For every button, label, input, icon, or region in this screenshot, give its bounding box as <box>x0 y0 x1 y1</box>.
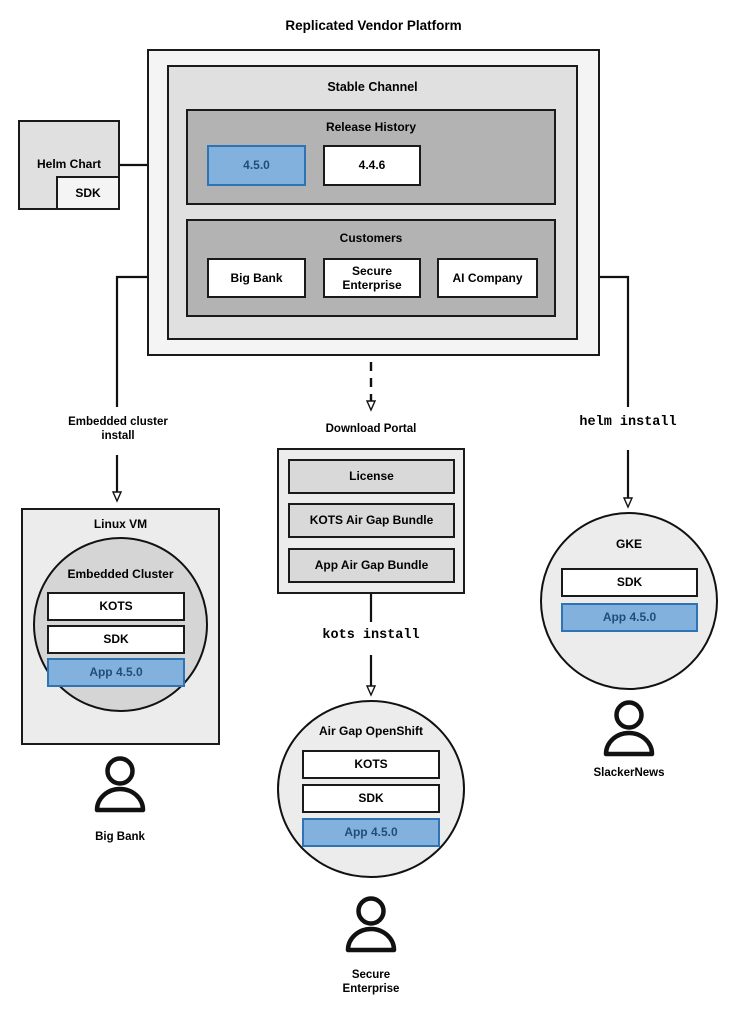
actor-label-slackernews: SlackerNews <box>593 767 665 779</box>
flow-label-embedded-cluster-install: Embedded cluster install <box>68 416 168 443</box>
linux-vm-component-sdk: SDK <box>47 625 185 654</box>
customer-secure-enterprise[interactable]: Secure Enterprise <box>323 258 421 298</box>
actor-icon-secure-enterprise <box>340 896 402 958</box>
diagram-title: Replicated Vendor Platform <box>285 18 462 34</box>
actor-label-secure-enterprise: Secure Enterprise <box>342 969 400 996</box>
stable-channel-title: Stable Channel <box>327 79 418 94</box>
customer-ai-company[interactable]: AI Company <box>437 258 538 298</box>
target-air-gap-openshift-title: Air Gap OpenShift <box>318 723 423 738</box>
download-artifact-kots-air-gap-bundle[interactable]: KOTS Air Gap Bundle <box>288 503 455 538</box>
openshift-component-app: App 4.5.0 <box>302 818 440 847</box>
target-gke-title: GKE <box>615 536 642 551</box>
flow-label-helm-install: helm install <box>579 415 677 430</box>
release-4-4-6[interactable]: 4.4.6 <box>323 145 421 186</box>
download-artifact-license[interactable]: License <box>288 459 455 494</box>
gke-component-app: App 4.5.0 <box>561 603 698 632</box>
download-artifact-app-air-gap-bundle[interactable]: App Air Gap Bundle <box>288 548 455 583</box>
customer-big-bank[interactable]: Big Bank <box>207 258 306 298</box>
flow-label-kots-install: kots install <box>322 628 420 643</box>
actor-label-big-bank: Big Bank <box>95 831 145 843</box>
gke-component-sdk: SDK <box>561 568 698 597</box>
customers-title: Customers <box>339 230 403 245</box>
target-linux-vm-title: Linux VM <box>93 516 148 531</box>
release-history-title: Release History <box>325 119 417 134</box>
openshift-component-kots: KOTS <box>302 750 440 779</box>
target-gke-circle <box>540 512 718 690</box>
openshift-component-sdk: SDK <box>302 784 440 813</box>
helm-chart-title: Helm Chart <box>36 156 101 171</box>
release-4-5-0[interactable]: 4.5.0 <box>207 145 306 186</box>
helm-chart-sdk: SDK <box>56 176 120 210</box>
embedded-cluster-title: Embedded Cluster <box>67 566 174 581</box>
linux-vm-component-app: App 4.5.0 <box>47 658 185 687</box>
linux-vm-component-kots: KOTS <box>47 592 185 621</box>
actor-icon-slackernews <box>598 700 660 762</box>
download-portal-title: Download Portal <box>325 423 417 435</box>
actor-icon-big-bank <box>89 756 151 818</box>
